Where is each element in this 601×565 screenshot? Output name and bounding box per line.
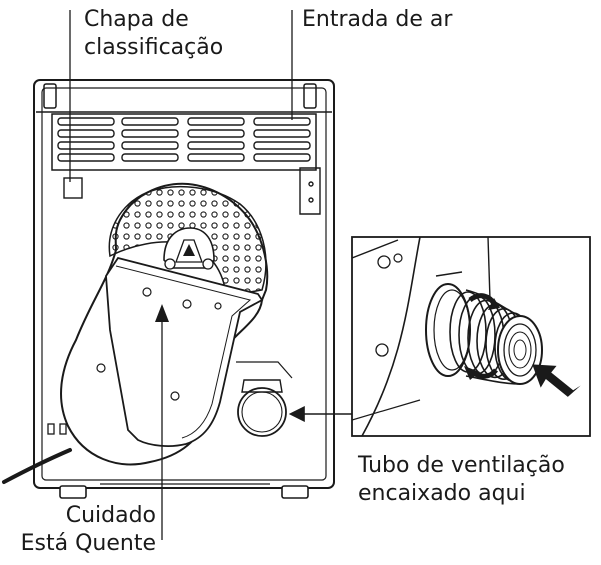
- grille-slot: [121, 117, 179, 126]
- grille-slot: [253, 141, 311, 150]
- grille-slot: [57, 129, 115, 138]
- caution-arrow: [155, 304, 169, 322]
- power-cord: [2, 448, 72, 484]
- dryer-body: [33, 79, 335, 489]
- air-inlet-grille: [51, 113, 317, 171]
- cord-terminal: [47, 423, 67, 435]
- vent-tube-label: Tubo de ventilação encaixado aqui: [358, 452, 565, 508]
- rating-plate: [63, 177, 83, 199]
- push-arrow-icon: [532, 364, 581, 397]
- grille-slot: [187, 141, 245, 150]
- grille-slot: [187, 117, 245, 126]
- grille-slot: [253, 153, 311, 162]
- grille-slot: [121, 141, 179, 150]
- air-inlet-label: Entrada de ar: [302, 6, 452, 34]
- dryer-feet: [59, 483, 309, 499]
- grille-slot: [57, 153, 115, 162]
- grille-slot: [253, 129, 311, 138]
- vent-tube-label-line1: Tubo de ventilação: [358, 453, 565, 478]
- caution-hot-label: Cuidado Está Quente: [6, 502, 156, 558]
- rating-plate-label-line1: Chapa de: [84, 7, 189, 32]
- vent-outlet: [236, 361, 293, 437]
- caution-hot-label-line2: Está Quente: [20, 531, 156, 556]
- grille-slot: [121, 129, 179, 138]
- leader-lines: [69, 10, 293, 540]
- grille-slot: [57, 141, 115, 150]
- grille-slot: [121, 153, 179, 162]
- hot-cover-plate: [96, 256, 264, 447]
- rating-plate-label-line2: classificação: [84, 35, 224, 60]
- grille-slot: [187, 153, 245, 162]
- vent-tube-label-line2: encaixado aqui: [358, 481, 526, 506]
- side-bracket: [299, 167, 321, 215]
- air-inlet-label-text: Entrada de ar: [302, 7, 453, 32]
- caution-hot-label-line1: Cuidado: [65, 503, 156, 528]
- grille-slot: [253, 117, 311, 126]
- vent-tube-inset: [351, 236, 591, 437]
- grille-slot: [187, 129, 245, 138]
- perforated-area: [108, 185, 267, 297]
- rating-plate-label: Chapa de classificação: [84, 6, 223, 62]
- grille-slot: [57, 117, 115, 126]
